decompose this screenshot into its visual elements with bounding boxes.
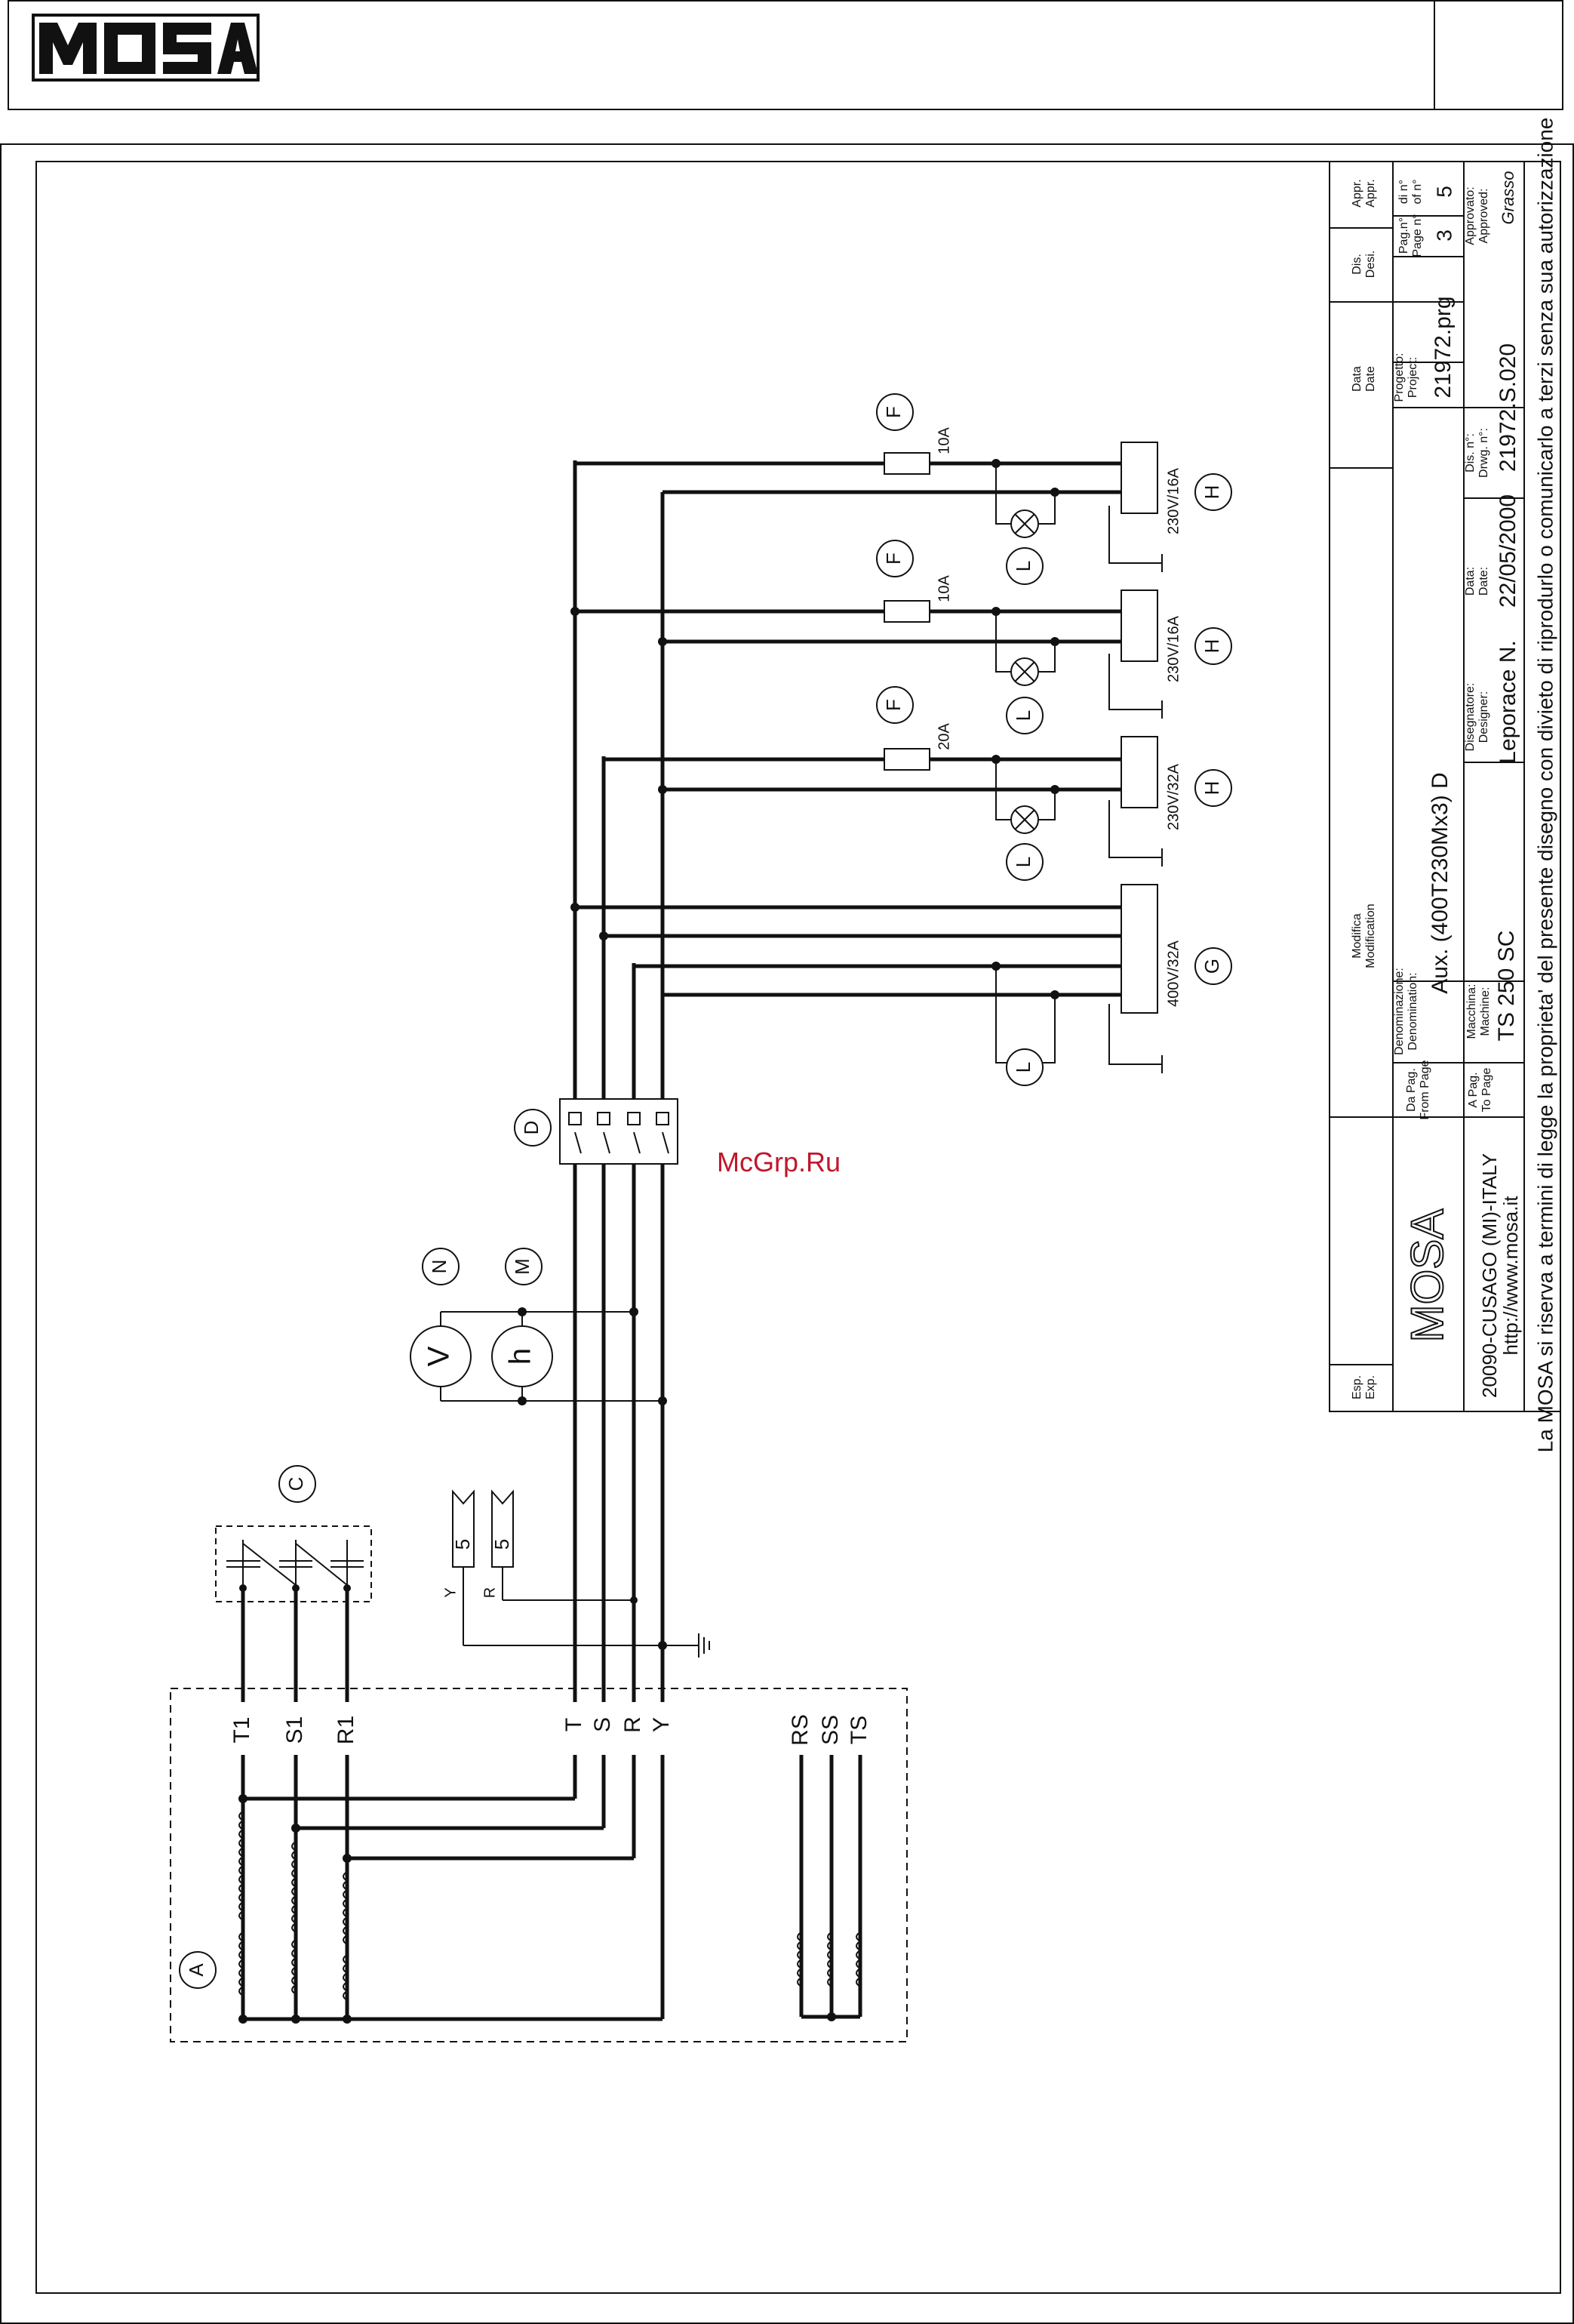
tb-da-pag: Da Pag.From Page	[1405, 1060, 1431, 1119]
tb-esp: Esp.Exp.	[1351, 1375, 1377, 1399]
generator-junctions	[238, 1794, 836, 2024]
page-ref-arrows	[452, 1489, 514, 1568]
schematic-sheet	[0, 143, 1574, 2324]
tb-a-pag: A Pag.To Page	[1467, 1068, 1493, 1113]
tb-date: 22/05/2000	[1496, 494, 1520, 608]
tb-copyright: La MOSA si riserva a termini di legge la…	[1533, 118, 1557, 1453]
tb-macchina-label: Macchina:Machine:	[1465, 984, 1492, 1039]
label-l-3: L	[1012, 710, 1034, 721]
label-h-3: H	[1200, 485, 1223, 500]
label-l-4: L	[1012, 561, 1034, 571]
tb-denominazione: Aux. (400T230Mx3) D	[1428, 772, 1453, 993]
hourmeter-symbol: h	[504, 1348, 537, 1365]
title-block	[1329, 161, 1561, 1412]
fuse-rating-1: 20A	[936, 723, 952, 750]
tb-designer-label: Disegnatore:Designer:	[1464, 683, 1490, 752]
page-ref-r-number: 5	[490, 1539, 513, 1550]
tb-progetto: 21972.prg	[1431, 296, 1456, 398]
tb-dis-label: Dis. n°:Drwg. n°:	[1464, 428, 1490, 478]
tb-appr: Appr.Appr.	[1351, 179, 1377, 207]
terminal-r1: R1	[334, 1716, 358, 1744]
breaker-d	[559, 1098, 678, 1165]
label-l-1: L	[1012, 1062, 1034, 1073]
label-n: N	[428, 1260, 450, 1274]
terminal-s: S	[590, 1717, 615, 1732]
tb-designer: Leporace N.	[1496, 640, 1520, 763]
tb-pag-label: Pag.n°Page n°	[1397, 214, 1424, 257]
terminal-labels: T1 S1 R1 T S R Y RS SS TS	[229, 1714, 872, 1746]
terminal-s1: S1	[282, 1716, 307, 1744]
terminal-r: R	[620, 1716, 645, 1733]
page-ref-y-number: 5	[451, 1539, 474, 1550]
label-f-1: F	[882, 699, 905, 711]
tb-address: 20090-CUSAGO (MI)-ITALY	[1478, 1153, 1501, 1398]
label-a: A	[185, 1963, 208, 1977]
fuse-rating-3: 10A	[936, 427, 952, 454]
page-header	[8, 0, 1563, 110]
label-m: M	[511, 1258, 533, 1275]
tb-dis: Dis.Desi.	[1351, 251, 1377, 278]
page-ref-y-label: Y	[442, 1587, 459, 1597]
page-ref-r-label: R	[481, 1587, 498, 1598]
tb-pag: 3	[1432, 229, 1456, 242]
generator-box	[170, 1688, 908, 2042]
voltmeter-symbol: V	[423, 1346, 456, 1366]
tb-denominazione-label: Denominazione:Denomination:	[1393, 968, 1419, 1055]
bus-wires	[575, 461, 1132, 997]
terminal-t: T	[561, 1718, 586, 1731]
tb-data: DataDate	[1351, 366, 1377, 392]
tb-date-label: Data:Date:	[1464, 567, 1490, 596]
socket-rating-2: 230V/32A	[1165, 763, 1182, 830]
label-g: G	[1200, 959, 1223, 974]
generator-coils	[238, 1811, 862, 2001]
socket-rating-3: 230V/16A	[1165, 615, 1182, 682]
tb-di: 5	[1432, 186, 1456, 198]
label-l-2: L	[1012, 857, 1034, 867]
bus-junctions	[570, 459, 1059, 999]
label-f-2: F	[882, 553, 905, 565]
fuse-rating-2: 10A	[936, 575, 952, 602]
tb-modifica: ModificaModification	[1351, 903, 1377, 968]
capacitor-box	[215, 1525, 372, 1602]
terminal-wires	[241, 460, 862, 2021]
terminal-rs: RS	[788, 1714, 813, 1746]
terminal-ts: TS	[847, 1716, 872, 1744]
capacitor-symbols	[226, 1540, 364, 1588]
tb-website: http://www.mosa.it	[1499, 1196, 1522, 1356]
socket-rating-1: 400V/32A	[1165, 940, 1182, 1007]
header-right-cell	[1434, 2, 1562, 109]
label-f-3: F	[882, 406, 905, 418]
tb-macchina: TS 250 SC	[1494, 931, 1519, 1042]
terminal-ss: SS	[818, 1715, 843, 1745]
tb-approvato-signature: Grasso	[1499, 171, 1517, 225]
tb-approvato-label: Approvato:Approved:	[1464, 186, 1490, 245]
tb-progetto-label: Progetto:Project:	[1393, 353, 1419, 402]
title-block-text: Esp.Exp. ModificaModification DataDate D…	[1351, 118, 1557, 1453]
sockets	[1121, 442, 1158, 1014]
label-h-2: H	[1200, 639, 1223, 654]
tb-dis-n: 21972.S.020	[1496, 343, 1520, 472]
tb-company-logo: MOSA	[1402, 1209, 1453, 1343]
label-h-1: H	[1200, 781, 1223, 796]
terminal-y: Y	[649, 1717, 674, 1732]
watermark: McGrp.Ru	[717, 1147, 841, 1177]
label-c: C	[284, 1477, 307, 1491]
terminal-t1: T1	[229, 1716, 254, 1743]
mosa-logo	[30, 12, 261, 83]
socket-rating-4: 230V/16A	[1165, 467, 1182, 534]
label-d: D	[520, 1121, 543, 1135]
tb-di-label: di n°of n°	[1397, 179, 1424, 204]
